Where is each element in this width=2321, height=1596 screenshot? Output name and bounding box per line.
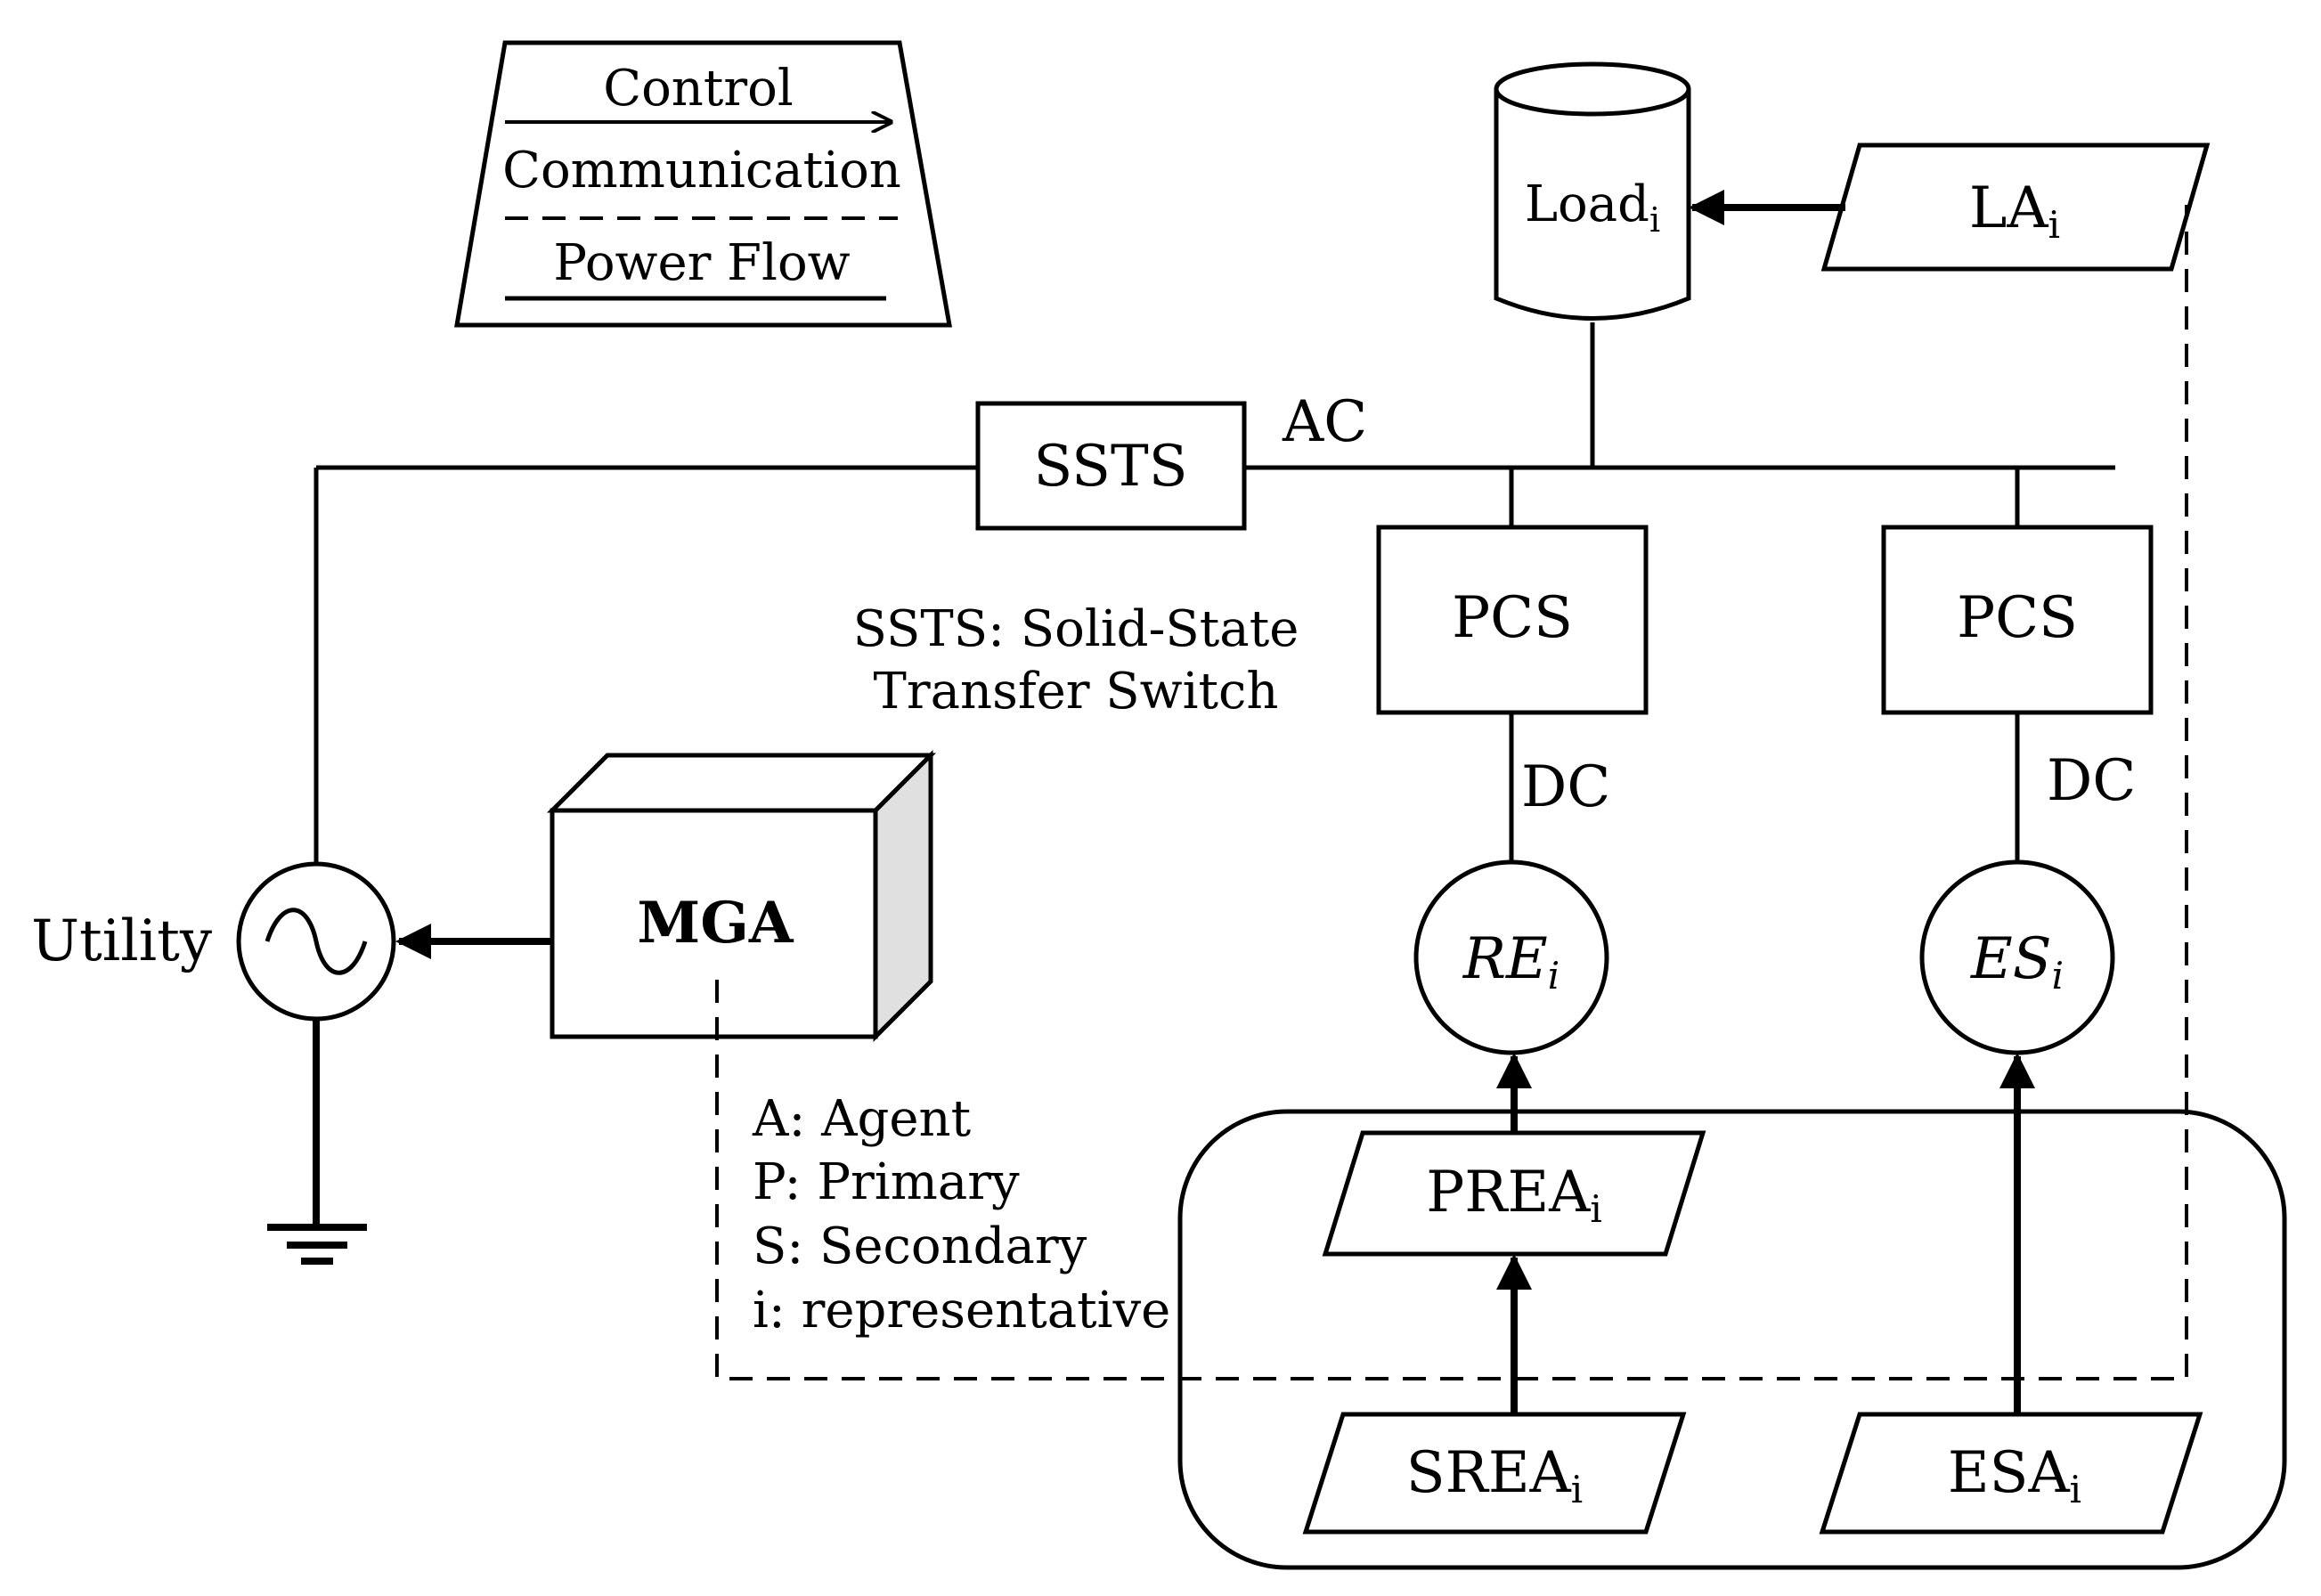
esa-box — [1819, 1412, 2203, 1535]
la-label: LAi — [1969, 175, 2060, 247]
prea-box — [1322, 1130, 1706, 1257]
legend-power-flow-label: Power Flow — [553, 234, 850, 292]
prea-label: PREAi — [1426, 1160, 1602, 1231]
mga-label: MGA — [637, 890, 794, 957]
ground-icon — [267, 1224, 367, 1265]
ssts-box — [975, 401, 1247, 531]
es-source: ESi — [1919, 859, 2115, 1055]
abbr-representative: i: representative — [753, 1282, 1170, 1340]
3d-box-icon: MGA — [546, 749, 937, 1043]
legend-communication-label: Communication — [502, 142, 901, 200]
abbreviation-list: A: Agent P: Primary S: Secondary i: repr… — [752, 1090, 1170, 1340]
la-agent: LAi — [1820, 142, 2211, 272]
legend-frame — [454, 40, 952, 328]
mga-front-face — [550, 808, 878, 1039]
load-cylinder: Loadi — [1494, 61, 1691, 321]
la-box — [1820, 142, 2211, 272]
legend-control-label: Control — [603, 60, 794, 118]
abbr-primary: P: Primary — [753, 1153, 1020, 1211]
abbr-agent: A: Agent — [752, 1090, 972, 1148]
pcs-right-label: PCS — [1957, 585, 2078, 651]
esa-agent: ESAi — [1819, 1412, 2203, 1535]
es-label: ESi — [1970, 926, 2064, 998]
srea-label: SREAi — [1406, 1440, 1583, 1511]
dc-right-label: DC — [2047, 748, 2136, 814]
ssts-note-line2: Transfer Switch — [874, 663, 1279, 721]
utility-label: Utility — [31, 908, 212, 974]
re-label: REi — [1462, 926, 1560, 998]
srea-box — [1302, 1412, 1687, 1535]
pcs-left: PCS — [1376, 525, 1649, 715]
pcs-right: PCS — [1881, 525, 2154, 715]
sine-wave — [265, 908, 368, 975]
esa-label: ESAi — [1948, 1440, 2081, 1511]
abbr-secondary: S: Secondary — [753, 1217, 1087, 1275]
mga-side-face — [873, 749, 933, 1043]
srea-agent: SREAi — [1302, 1412, 1687, 1535]
dc-left-label: DC — [1521, 754, 1610, 820]
legend: Control Communication Power Flow — [454, 40, 952, 328]
cylinder-load-icon — [1494, 89, 1691, 321]
mga-top-face — [546, 753, 937, 813]
load-label: Loadi — [1525, 175, 1660, 240]
communication-line — [715, 205, 2188, 1380]
utility-source — [236, 861, 396, 1022]
ssts-note-line1: SSTS: Solid-State — [853, 600, 1299, 658]
ac-bus-label: AC — [1282, 389, 1367, 455]
ssts-switch: SSTS — [975, 401, 1247, 531]
pcs-left-label: PCS — [1452, 585, 1573, 651]
agent-group-frame — [1177, 1109, 2287, 1570]
re-source: REi — [1413, 859, 1609, 1055]
ssts-label: SSTS — [1033, 434, 1187, 500]
cylinder-top — [1494, 61, 1691, 117]
prea-agent: PREAi — [1322, 1130, 1706, 1257]
